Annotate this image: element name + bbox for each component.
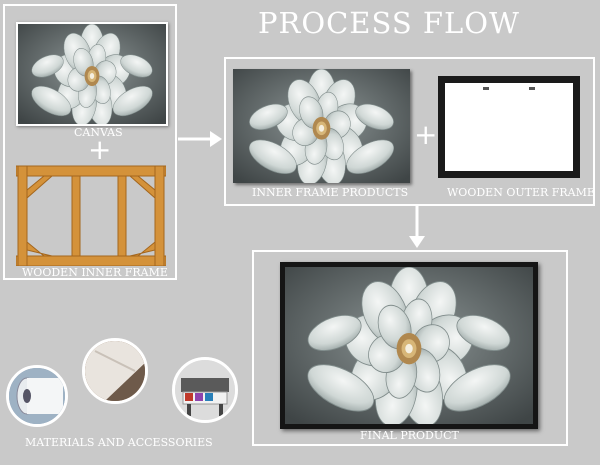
canvas-label: CANVAS — [74, 126, 123, 139]
final-product-image — [280, 262, 538, 429]
page-title: PROCESS FLOW — [258, 6, 520, 40]
outer-frame-label: WOODEN OUTER FRAME — [447, 186, 595, 199]
inner-product-image — [233, 69, 410, 183]
canvas-corner-image — [82, 338, 148, 404]
materials-label: MATERIALS AND ACCESSORIES — [25, 436, 213, 449]
arrow-down-icon — [409, 206, 425, 248]
wooden-frame-image — [16, 165, 166, 266]
final-product-label: FINAL PRODUCT — [360, 429, 459, 442]
flower-canvas-image — [16, 22, 168, 126]
printer-image — [172, 357, 238, 423]
arrow-right-icon — [178, 131, 222, 147]
canvas-roll-image — [6, 365, 68, 427]
inner-products-label: INNER FRAME PRODUCTS — [252, 186, 409, 199]
black-frame-image — [438, 76, 580, 178]
plus-symbol: + — [414, 118, 438, 151]
inner-frame-label: WOODEN INNER FRAME — [22, 266, 168, 279]
plus-symbol: + — [88, 133, 112, 166]
inner-products-box — [224, 57, 595, 206]
final-product-box — [252, 250, 568, 446]
materials-box — [3, 4, 177, 280]
